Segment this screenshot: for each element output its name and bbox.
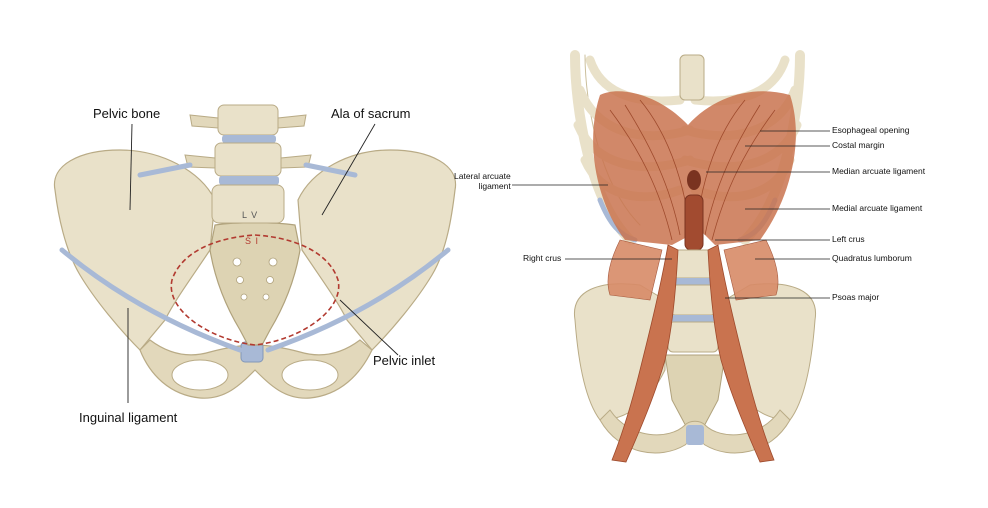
pelvic-inlet-outline: [170, 234, 340, 346]
right-leader-lines: [512, 130, 830, 299]
lumbar-vertebrae: [184, 104, 312, 224]
sacral-mark: S I: [245, 236, 260, 246]
right-iliac-wing: [297, 149, 457, 351]
right-figure-sacrum: [664, 354, 726, 431]
esophageal-hiatus: [687, 170, 701, 190]
label-median-arcuate-ligament: Median arcuate ligament: [832, 166, 926, 176]
label-right-crus: Right crus: [523, 253, 562, 263]
quadratus-lumborum: [607, 239, 779, 301]
left-inguinal-ligament: [59, 247, 243, 353]
label-left-crus: Left crus: [832, 234, 865, 244]
label-quadratus-lumborum: Quadratus lumborum: [832, 253, 912, 263]
left-leader-lines: [127, 123, 399, 403]
left-obturator-foramen: [171, 359, 229, 391]
label-costal-margin: Costal margin: [832, 140, 885, 150]
right-psoas-major: [707, 244, 775, 463]
label-pelvic-bone: Pelvic bone: [93, 106, 161, 121]
left-iliac-wing: [53, 149, 216, 351]
right-obturator-foramen: [281, 359, 339, 391]
pelvis-anterior-view: [53, 104, 457, 403]
label-psoas-major: Psoas major: [832, 292, 880, 302]
label-pelvic-inlet: Pelvic inlet: [373, 353, 436, 368]
label-medial-arcuate-ligament: Medial arcuate ligament: [832, 203, 923, 213]
left-psoas-major: [611, 244, 679, 463]
aorta: [684, 194, 704, 251]
right-inguinal-ligament: [265, 247, 451, 353]
lumbar-vertebra-mark: L V: [242, 210, 259, 220]
label-esophageal-opening: Esophageal opening: [832, 125, 910, 135]
label-lateral-arcuate-line2: ligament: [478, 180, 511, 191]
label-lateral-arcuate-ligament: Lateral arcuate ligament: [454, 171, 511, 192]
xiphoid-process: [679, 54, 705, 101]
label-inguinal-ligament: Inguinal ligament: [79, 410, 178, 425]
sacral-foramina: [232, 257, 278, 301]
diaphragm-posterior-wall-view: [512, 50, 830, 463]
label-lateral-arcuate-line1: Lateral arcuate: [454, 171, 511, 181]
label-ala-of-sacrum: Ala of sacrum: [331, 106, 411, 121]
